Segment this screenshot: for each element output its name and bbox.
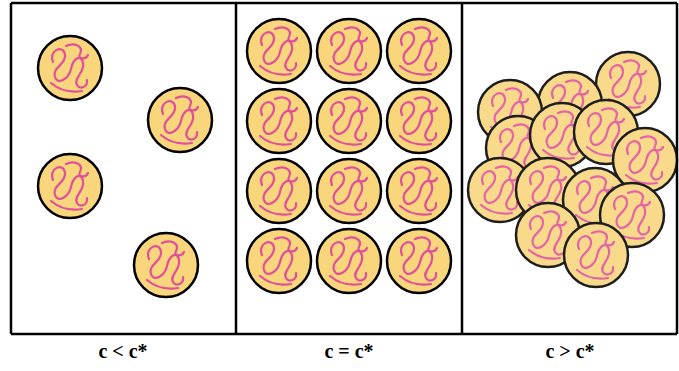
- concentration-label: c < c*: [98, 340, 147, 362]
- dilute-coils: [38, 36, 212, 297]
- overlapping-coils: [468, 52, 677, 287]
- packed-coils: [247, 19, 451, 293]
- panel-frame: [11, 3, 677, 334]
- concentration-label: c = c*: [324, 340, 373, 362]
- concentration-label: c > c*: [545, 340, 594, 362]
